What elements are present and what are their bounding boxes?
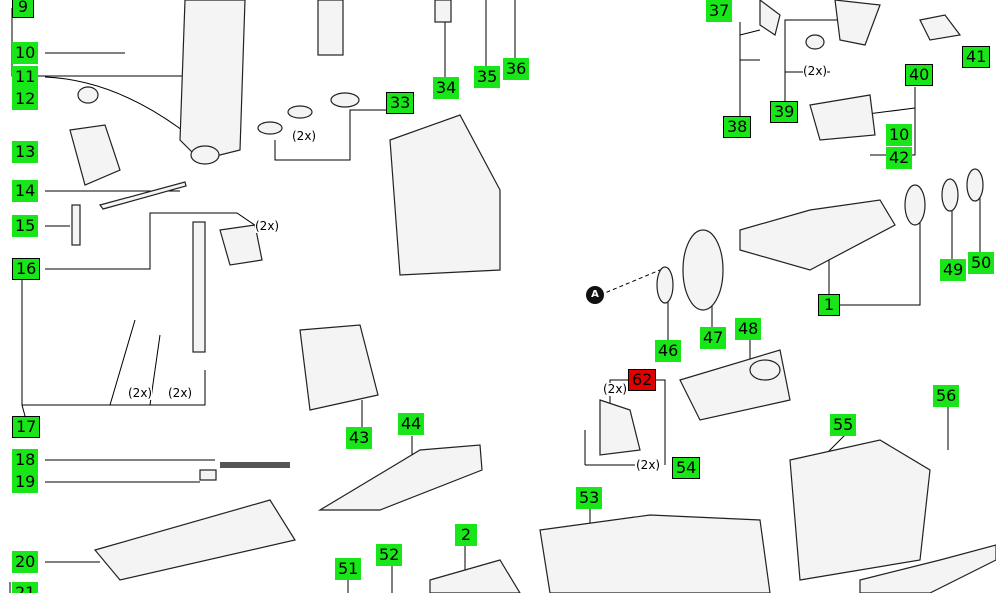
part-label-43[interactable]: 43: [346, 427, 373, 449]
part-label-16[interactable]: 16: [12, 258, 41, 280]
part-label-62[interactable]: 62: [628, 369, 657, 391]
part-label-20[interactable]: 20: [12, 551, 39, 573]
part-label-37[interactable]: 37: [706, 0, 733, 22]
part-shapes: [69, 0, 996, 593]
part-label-44[interactable]: 44: [398, 413, 425, 435]
part-label-35[interactable]: 35: [474, 66, 501, 88]
part-label-38[interactable]: 38: [723, 116, 752, 138]
part-label-9[interactable]: 9: [12, 0, 34, 18]
part-label-39[interactable]: 39: [770, 101, 799, 123]
part-label-49[interactable]: 49: [940, 259, 967, 281]
part-label-12[interactable]: 12: [12, 88, 39, 110]
part-label-15[interactable]: 15: [12, 215, 39, 237]
quantity-note: (2x): [292, 129, 317, 143]
part-label-36[interactable]: 36: [503, 58, 530, 80]
part-label-48[interactable]: 48: [735, 318, 762, 340]
part-label-10-right[interactable]: 10: [886, 124, 913, 146]
quantity-note: (2x): [128, 386, 153, 400]
part-label-33[interactable]: 33: [386, 92, 415, 114]
part-label-54[interactable]: 54: [672, 457, 701, 479]
part-label-18[interactable]: 18: [12, 449, 39, 471]
part-label-56[interactable]: 56: [933, 385, 960, 407]
part-label-11[interactable]: 11: [12, 66, 39, 88]
part-label-46[interactable]: 46: [655, 340, 682, 362]
part-label-19[interactable]: 19: [12, 471, 39, 493]
reference-marker-a: A: [586, 286, 604, 304]
part-label-34[interactable]: 34: [433, 77, 460, 99]
part-label-55[interactable]: 55: [830, 414, 857, 436]
part-label-52[interactable]: 52: [376, 544, 403, 566]
part-label-10[interactable]: 10: [12, 42, 39, 64]
part-label-13[interactable]: 13: [12, 141, 39, 163]
part-label-51[interactable]: 51: [335, 558, 362, 580]
part-label-14[interactable]: 14: [12, 180, 39, 202]
part-label-42[interactable]: 42: [886, 147, 913, 169]
part-label-21[interactable]: 21: [12, 582, 39, 593]
part-label-40[interactable]: 40: [905, 64, 934, 86]
part-label-17[interactable]: 17: [12, 416, 41, 438]
part-label-2[interactable]: 2: [455, 524, 477, 546]
quantity-note: (2x): [636, 458, 661, 472]
quantity-note: (2x): [803, 64, 828, 78]
quantity-note: (2x): [168, 386, 193, 400]
quantity-note: (2x): [603, 382, 628, 396]
part-label-41[interactable]: 41: [962, 46, 991, 68]
part-label-1[interactable]: 1: [818, 294, 840, 316]
part-label-50[interactable]: 50: [968, 252, 995, 274]
part-label-53[interactable]: 53: [576, 487, 603, 509]
quantity-note: (2x): [255, 219, 280, 233]
part-label-47[interactable]: 47: [700, 327, 727, 349]
